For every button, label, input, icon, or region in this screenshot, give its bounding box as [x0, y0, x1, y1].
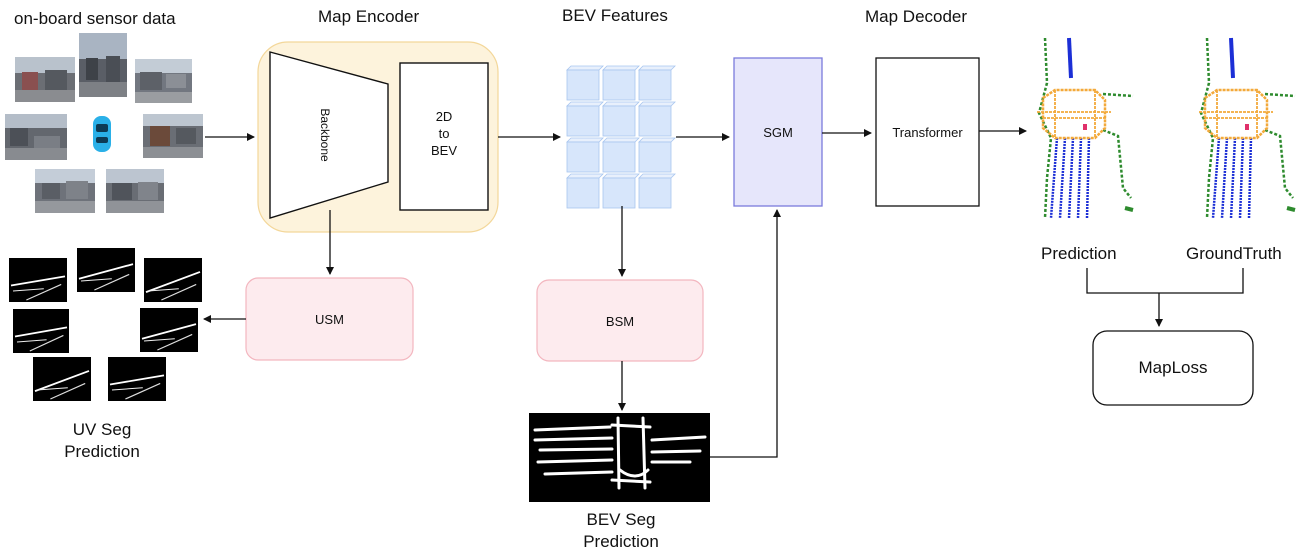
bsm-box	[536, 279, 704, 362]
loss-connector	[1086, 268, 1244, 294]
bev-feature-cube	[602, 173, 640, 209]
camera-image	[143, 114, 203, 158]
uv-seg-thumbnail	[9, 258, 67, 302]
bev-feature-cube	[566, 137, 604, 173]
transformer-label: Transformer	[892, 124, 963, 140]
usm-label: USM	[315, 311, 344, 327]
prediction-label: Prediction	[1041, 244, 1117, 263]
uv-seg-thumbnail	[144, 258, 202, 302]
bev-feature-cube	[566, 65, 604, 101]
maploss-label: MapLoss	[1138, 358, 1208, 377]
bev-feature-grid	[566, 65, 676, 209]
uv-seg-caption: UV Seg Prediction	[52, 419, 152, 463]
uv-seg-caption-line1: UV Seg	[72, 420, 132, 439]
camera-image	[35, 169, 95, 213]
bev-feature-cube	[566, 101, 604, 137]
bev-feature-cube	[602, 101, 640, 137]
camera-image	[5, 114, 67, 160]
bev-feature-cube	[602, 65, 640, 101]
prediction-map	[1037, 37, 1134, 219]
bev-features-title: BEV Features	[562, 6, 668, 25]
sgm-label: SGM	[763, 124, 793, 140]
bev-feature-cube	[638, 137, 676, 173]
uv-seg-thumbnail	[77, 248, 135, 292]
camera-image	[79, 33, 127, 97]
maploss-box	[1092, 330, 1254, 406]
uv-seg-thumbnail	[140, 308, 198, 352]
camera-image	[135, 59, 192, 103]
bev-feature-cube	[566, 173, 604, 209]
groundtruth-map	[1199, 37, 1296, 219]
sensor-title: on-board sensor data	[14, 9, 176, 28]
arrow-bevseg-to-sgm	[710, 209, 781, 458]
bev-feature-cube	[602, 137, 640, 173]
backbone-block	[269, 51, 389, 219]
bev-feature-cube	[638, 101, 676, 137]
uv-seg-caption-line2: Prediction	[64, 442, 140, 461]
uv-seg-images	[9, 248, 202, 401]
uv-seg-thumbnail	[108, 357, 166, 401]
camera-image	[15, 57, 75, 102]
uv-seg-thumbnail	[33, 357, 91, 401]
two-d-to-bev-line3: BEV	[430, 143, 457, 158]
car-icon	[93, 116, 111, 152]
bsm-label: BSM	[605, 313, 635, 329]
sensor-images	[5, 33, 203, 213]
bev-seg-image	[529, 413, 710, 502]
uv-seg-thumbnail	[13, 309, 69, 353]
two-d-to-bev-line2: to	[438, 126, 450, 141]
map-encoder-title: Map Encoder	[318, 7, 420, 26]
groundtruth-label: GroundTruth	[1186, 244, 1282, 263]
two-d-to-bev-line1: 2D	[435, 109, 453, 124]
bev-seg-caption-line2: Prediction	[583, 532, 659, 551]
two-d-to-bev-box	[399, 62, 489, 211]
bev-seg-caption: BEV Seg Prediction	[566, 509, 676, 553]
camera-image	[106, 169, 164, 213]
bev-feature-cube	[638, 65, 676, 101]
backbone-label: Backbone	[318, 108, 332, 162]
transformer-box	[875, 57, 980, 207]
map-decoder-title: Map Decoder	[865, 7, 968, 26]
bev-feature-cube	[638, 173, 676, 209]
bev-seg-caption-line1: BEV Seg	[586, 510, 656, 529]
two-d-to-bev-label: 2D to BEV	[400, 108, 488, 159]
sgm-box	[733, 57, 823, 207]
